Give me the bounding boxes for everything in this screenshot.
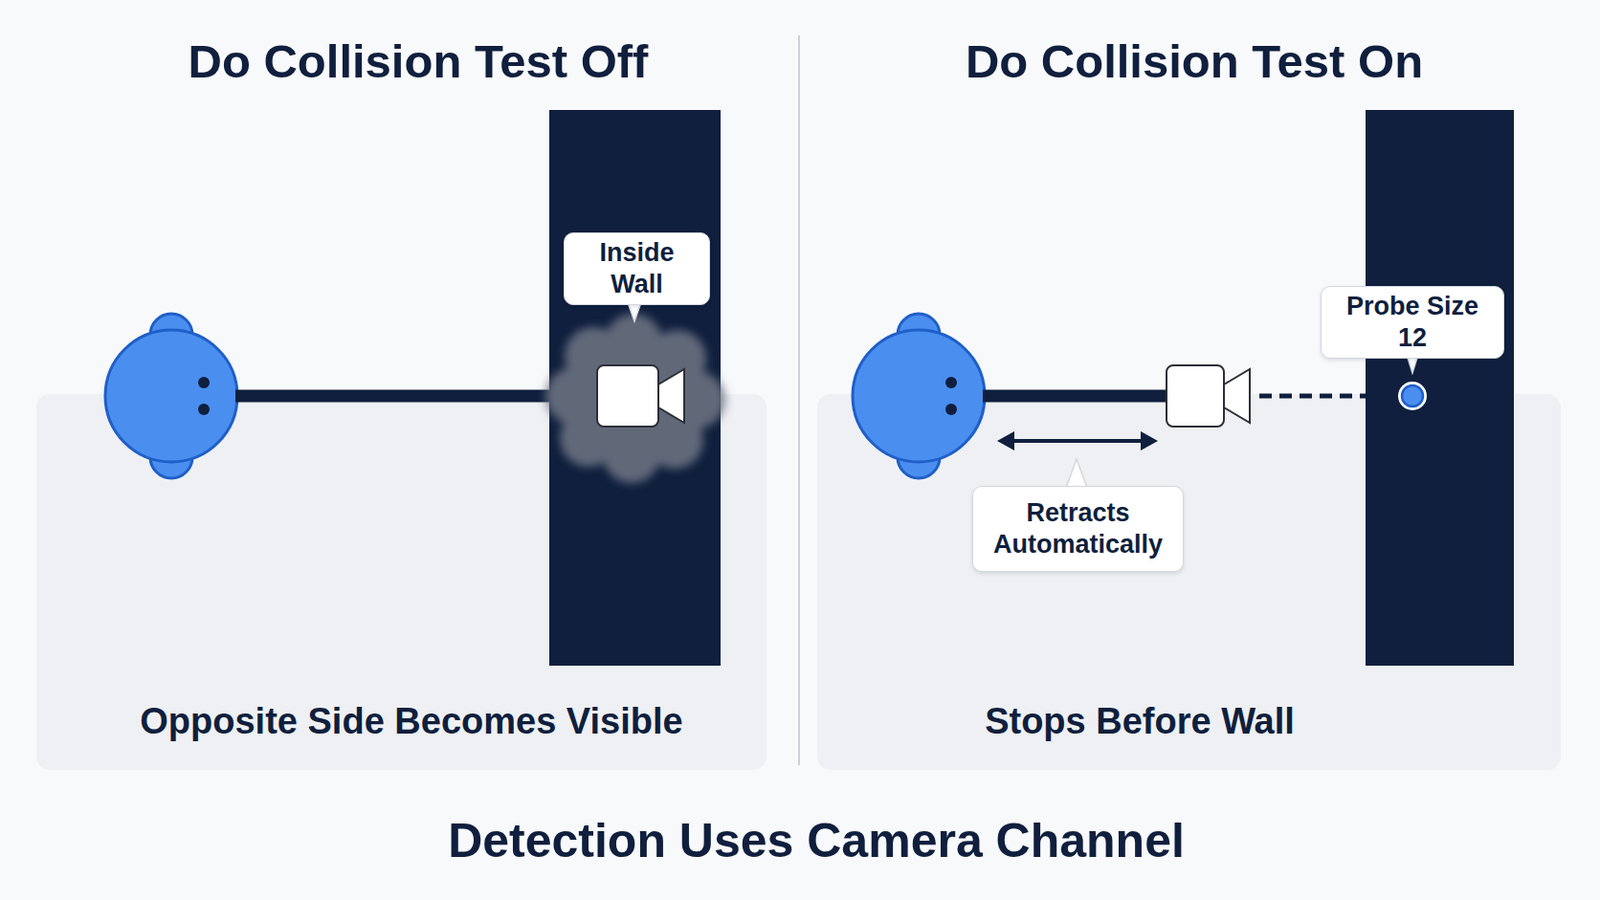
eye	[945, 403, 957, 416]
probe-ring	[1398, 381, 1427, 411]
callout-text: Probe Size 12	[1331, 290, 1494, 355]
diagram-caption: Detection Uses Camera Channel	[289, 814, 1343, 870]
camera-lens	[1223, 369, 1250, 423]
clipping-fog	[545, 313, 726, 484]
callout-pointer	[1066, 459, 1088, 489]
panel-heading: Do Collision Test Off	[83, 34, 754, 89]
callout-box: Probe Size 12	[1320, 286, 1505, 359]
callout-text: Inside Wall	[574, 237, 700, 301]
camera-arm	[235, 390, 600, 403]
divider	[798, 35, 800, 766]
callout-box: Inside Wall	[563, 232, 711, 306]
retract-range	[1010, 439, 1145, 444]
callout-text: Retracts Automatically	[982, 497, 1174, 561]
character-head	[105, 330, 238, 463]
camera-arm	[982, 390, 1169, 403]
camera-lens	[658, 369, 685, 423]
probe-point	[1401, 385, 1423, 407]
panel-note: Opposite Side Becomes Visible	[57, 701, 766, 744]
eye	[198, 403, 210, 416]
arrow-head	[1140, 431, 1158, 451]
panel-heading: Do Collision Test On	[859, 34, 1530, 89]
panel-note: Stops Before Wall	[804, 701, 1475, 744]
arrow-head	[997, 431, 1015, 451]
callout-box: Retracts Automatically	[972, 486, 1184, 573]
camera-body	[1166, 365, 1224, 427]
probe-ray	[1259, 394, 1396, 400]
eye	[198, 377, 210, 389]
character-head	[852, 330, 985, 463]
wall	[1365, 110, 1514, 667]
camera-body	[597, 365, 659, 427]
eye	[945, 377, 957, 389]
